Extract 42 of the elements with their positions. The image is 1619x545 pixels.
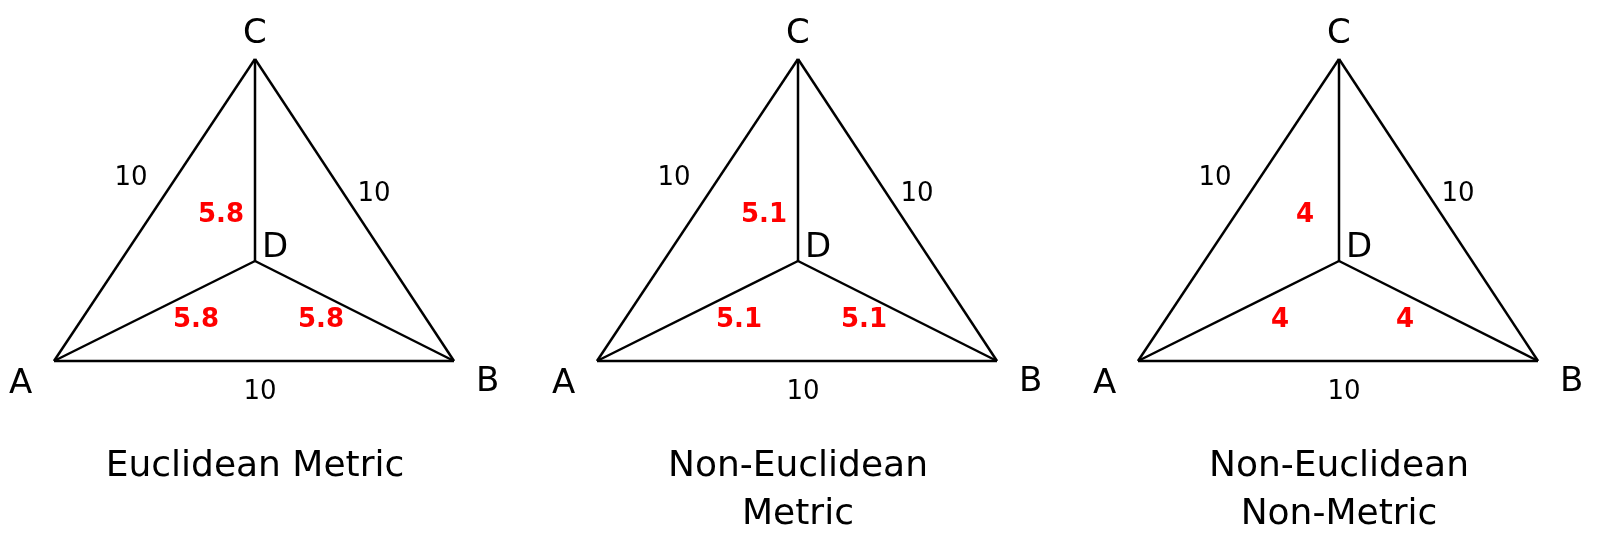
edge-line	[52, 58, 257, 362]
vertex-label: B	[1019, 360, 1043, 398]
edge-line	[53, 259, 256, 363]
vertex-label: B	[476, 360, 500, 398]
edge-line	[1337, 59, 1341, 261]
edge-line	[1138, 359, 1538, 363]
caption: Non-Euclidean Non-Metric	[1208, 442, 1470, 534]
edge-line	[1337, 58, 1540, 362]
caption: Euclidean Metric	[105, 442, 405, 486]
vertex-label: D	[262, 226, 289, 264]
edge-label: 5.8	[171, 303, 221, 333]
edge-line	[1338, 259, 1539, 363]
edge-line	[596, 259, 799, 363]
vertex-label: A	[9, 362, 33, 400]
edge-line	[1137, 259, 1340, 363]
edge-label: 5.1	[739, 198, 789, 228]
edge-label: 5.8	[296, 303, 346, 333]
edge-line	[253, 59, 257, 261]
edge-line	[595, 58, 800, 362]
vertex-label: C	[243, 12, 267, 50]
edge-label: 5.1	[839, 303, 889, 333]
edge-line	[254, 259, 455, 363]
edge-line	[597, 359, 997, 363]
edge-label: 5.1	[714, 303, 764, 333]
edge-line	[1136, 58, 1341, 362]
vertex-label: A	[552, 362, 576, 400]
vertex-label: D	[1346, 226, 1373, 264]
vertex-label: A	[1093, 362, 1117, 400]
edge-label: 4	[1394, 303, 1416, 333]
edge-label: 4	[1294, 198, 1316, 228]
edge-line	[797, 259, 998, 363]
vertex-label: B	[1560, 360, 1584, 398]
edge-label: 4	[1269, 303, 1291, 333]
edge-line	[54, 359, 454, 363]
vertex-label: C	[786, 12, 810, 50]
caption: Non-Euclidean Metric	[667, 442, 929, 534]
edge-line	[796, 58, 999, 362]
vertex-label: C	[1327, 12, 1351, 50]
edge-line	[796, 59, 800, 261]
vertex-label: D	[805, 226, 832, 264]
edge-label: 5.8	[196, 198, 246, 228]
edge-line	[253, 58, 456, 362]
